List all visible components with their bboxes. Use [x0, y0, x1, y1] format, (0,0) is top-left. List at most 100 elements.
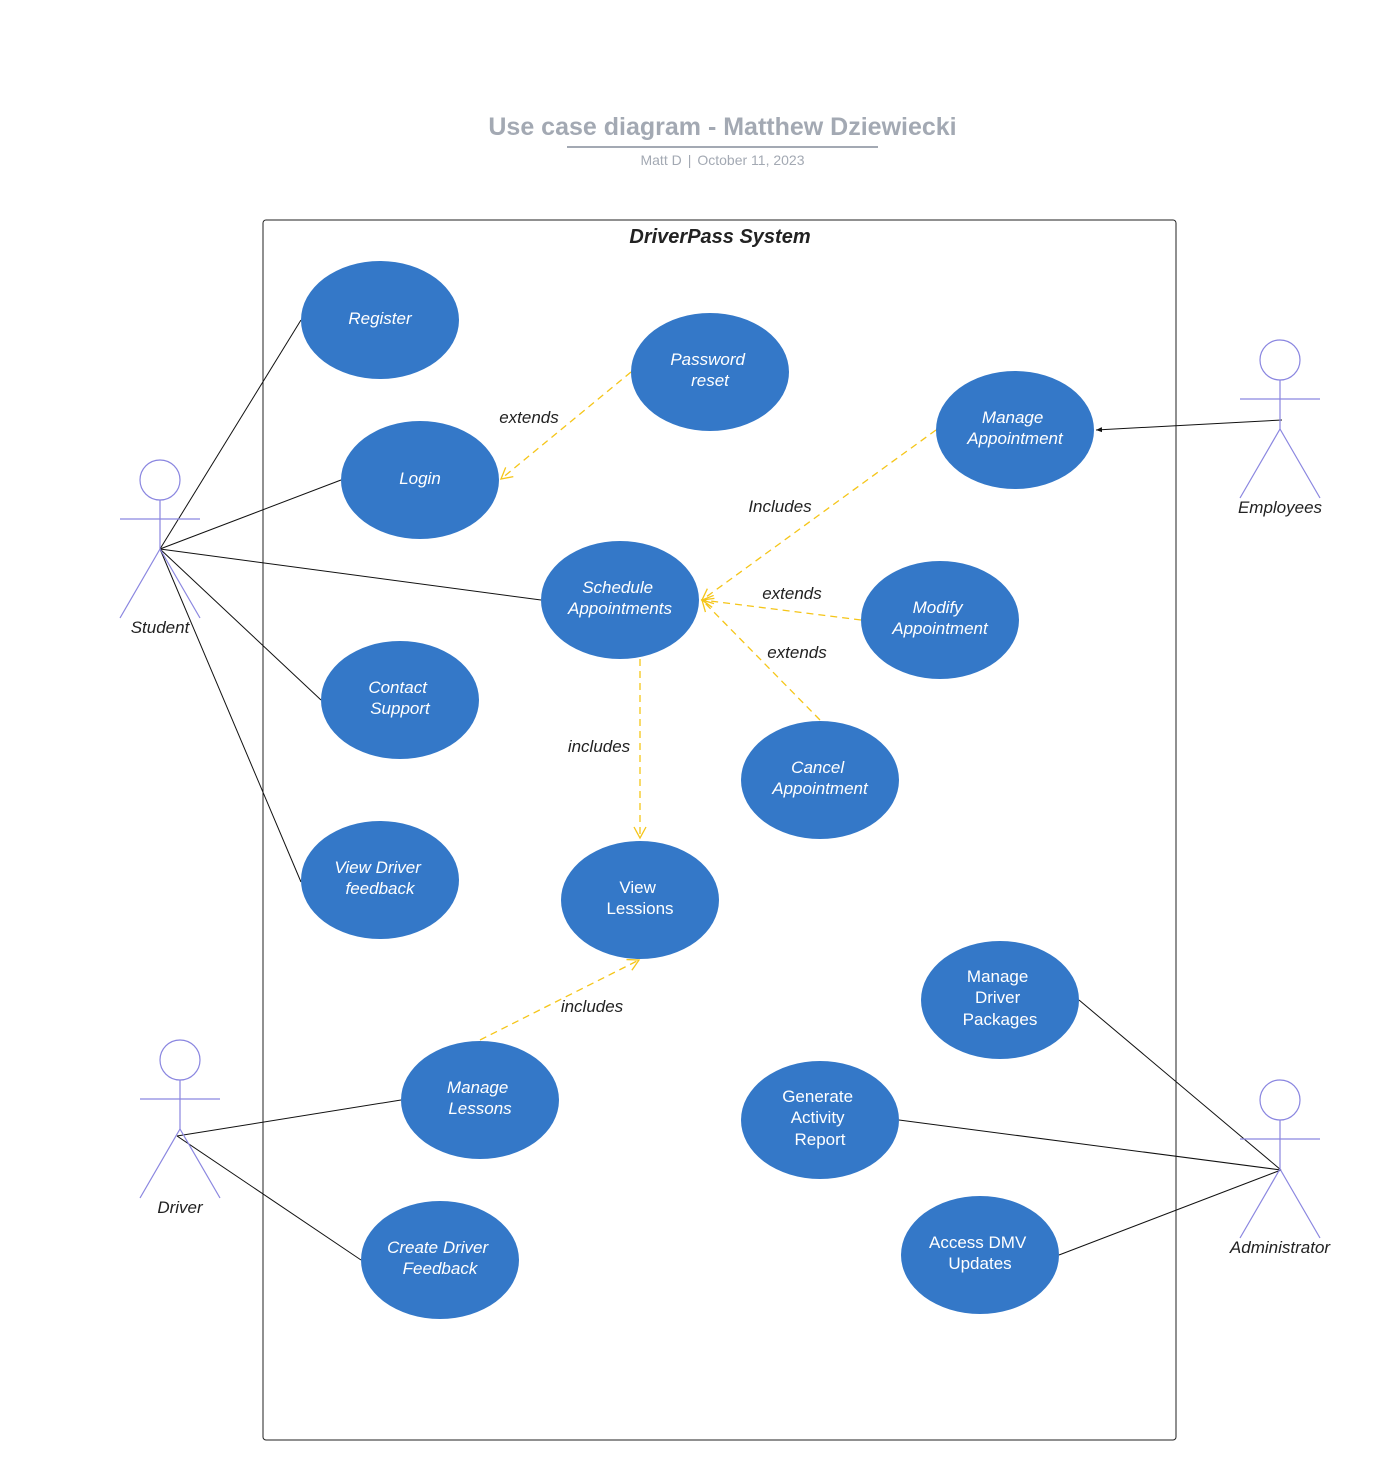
assoc-driver-create-feedback — [176, 1135, 362, 1261]
extend-password-login — [499, 371, 632, 480]
use-case-modify-appointment[interactable]: Modify Appointment — [861, 561, 1019, 679]
diagram-title: Use case diagram - Matthew Dziewiecki — [488, 113, 957, 141]
use-case-label: Modify — [913, 598, 965, 617]
use-case-label: Report — [794, 1130, 845, 1149]
assoc-admin-packages — [1078, 999, 1282, 1171]
use-case-label: Appointment — [891, 619, 989, 638]
use-case-manage-lessons[interactable]: Manage Lessons — [401, 1041, 559, 1159]
assoc-student-register — [159, 319, 302, 550]
use-case-label: Generate — [782, 1087, 853, 1106]
use-case-contact-support[interactable]: Contact Support — [321, 641, 479, 759]
use-case-manage-appointment[interactable]: Manage Appointment — [936, 371, 1094, 489]
svg-text:Manage Lessons: Manage Lessons — [447, 1078, 513, 1118]
assoc-employees-manage — [1095, 419, 1283, 433]
assoc-student-feedback — [159, 548, 302, 883]
use-case-label: Manage — [447, 1078, 508, 1097]
svg-text:Contact Support: Contact Support — [368, 678, 431, 718]
document-date: October 11, 2023 — [697, 152, 805, 168]
system-boundary — [262, 219, 1177, 1441]
label-includes-manage: Includes — [748, 497, 812, 516]
use-case-label: Password — [670, 350, 745, 369]
dashed-relations — [479, 371, 937, 1041]
assoc-student-schedule — [159, 548, 542, 601]
use-case-label: Lessons — [448, 1099, 512, 1118]
use-case-label: View Driver — [334, 858, 422, 877]
use-case-view-driver-feedback[interactable]: View Driver feedback — [301, 821, 459, 939]
use-case-label: Schedule — [582, 578, 653, 597]
use-case-password-reset[interactable]: Password reset — [631, 313, 789, 431]
svg-text:Manage Driver Pack: Manage Driver Packages — [963, 967, 1038, 1029]
assoc-student-login — [159, 479, 342, 550]
use-case-label: View — [619, 878, 656, 897]
author-name: Matt D — [640, 152, 682, 168]
actor-administrator[interactable]: Administrator — [1229, 1079, 1331, 1257]
label-includes-manage-lessons: includes — [561, 997, 624, 1016]
stick-figure-icon — [139, 1039, 221, 1199]
actor-student[interactable]: Student — [119, 459, 201, 637]
assoc-admin-report — [898, 1119, 1282, 1171]
actor-label: Student — [131, 618, 191, 637]
use-case-cancel-appointment[interactable]: Cancel Appointment — [741, 721, 899, 839]
svg-text:View Lessions: View Lessions — [606, 878, 673, 918]
use-case-label: reset — [691, 371, 730, 390]
svg-text:Login: Login — [399, 469, 441, 488]
use-case-label: Activity — [791, 1108, 845, 1127]
use-case-schedule-appointments[interactable]: Schedule Appointments — [541, 541, 699, 659]
actor-label: Employees — [1238, 498, 1323, 517]
diagram-meta: Matt D | October 11, 2023 — [0, 152, 1375, 168]
extend-cancel-schedule — [701, 599, 821, 721]
stick-figure-icon — [1239, 339, 1321, 499]
use-case-login[interactable]: Login — [341, 421, 499, 539]
label-includes-view-lessions: includes — [568, 737, 631, 756]
svg-text:Cancel Appointment: Cancel Appointment — [771, 758, 869, 798]
meta-separator: | — [687, 152, 692, 168]
use-case-create-driver-feedback[interactable]: Create Driver Feedback — [361, 1201, 519, 1319]
system-title: DriverPass System — [629, 226, 810, 248]
svg-text:Register: Register — [348, 309, 413, 328]
label-extends-cancel: extends — [767, 643, 827, 662]
use-case-view-lessions[interactable]: View Lessions — [561, 841, 719, 959]
svg-text:Password reset: Password reset — [670, 350, 749, 390]
include-lessons-view-lessions — [479, 958, 641, 1041]
use-case-label: Lessions — [606, 899, 673, 918]
stick-figure-icon — [1239, 1079, 1321, 1239]
svg-text:Generate Activity: Generate Activity Report — [782, 1087, 858, 1149]
use-case-register[interactable]: Register — [301, 261, 459, 379]
use-case-generate-activity-report[interactable]: Generate Activity Report — [741, 1061, 899, 1179]
use-case-label: Create Driver — [387, 1238, 489, 1257]
use-case-label: Driver — [975, 988, 1021, 1007]
use-case-label: Access DMV — [929, 1233, 1027, 1252]
assoc-student-contact — [159, 548, 322, 701]
svg-text:Access DMV Updates: Access DMV Updates — [929, 1233, 1031, 1273]
extend-modify-schedule — [700, 594, 862, 621]
use-case-access-dmv-updates[interactable]: Access DMV Updates — [901, 1196, 1059, 1314]
label-extends-modify: extends — [762, 584, 822, 603]
actor-employees[interactable]: Employees — [1238, 339, 1323, 517]
svg-text:View Driver feedback: View Driver feedback — [334, 858, 425, 898]
use-case-label: Cancel — [791, 758, 845, 777]
association-lines — [159, 319, 1283, 1261]
actor-label: Driver — [157, 1198, 204, 1217]
use-case-label: feedback — [346, 879, 416, 898]
use-case-label: Manage — [982, 408, 1043, 427]
actor-driver[interactable]: Driver — [139, 1039, 221, 1217]
assoc-admin-dmv — [1058, 1169, 1282, 1256]
use-case-label: Register — [348, 309, 413, 328]
use-case-manage-driver-packages[interactable]: Manage Driver Packages — [921, 941, 1079, 1059]
title-underline — [567, 146, 878, 148]
svg-text:Schedule Appointments: Schedule Appointments — [567, 578, 672, 618]
use-case-label: Contact — [368, 678, 428, 697]
stick-figure-icon — [119, 459, 201, 619]
use-case-label: Manage — [967, 967, 1028, 986]
use-case-label: Appointments — [567, 599, 672, 618]
use-case-label: Support — [370, 699, 431, 718]
assoc-driver-lessons — [176, 1099, 402, 1137]
diagram-header: Use case diagram - Matthew Dziewiecki Ma… — [0, 110, 1375, 168]
label-extends-password: extends — [499, 408, 559, 427]
use-case-label: Login — [399, 469, 441, 488]
use-case-label: Appointment — [966, 429, 1064, 448]
use-case-label: Updates — [948, 1254, 1011, 1273]
svg-text:Manage Appointment: Manage Appointment — [966, 408, 1064, 448]
svg-text:Modify Appointment: Modify Appointment — [891, 598, 989, 638]
